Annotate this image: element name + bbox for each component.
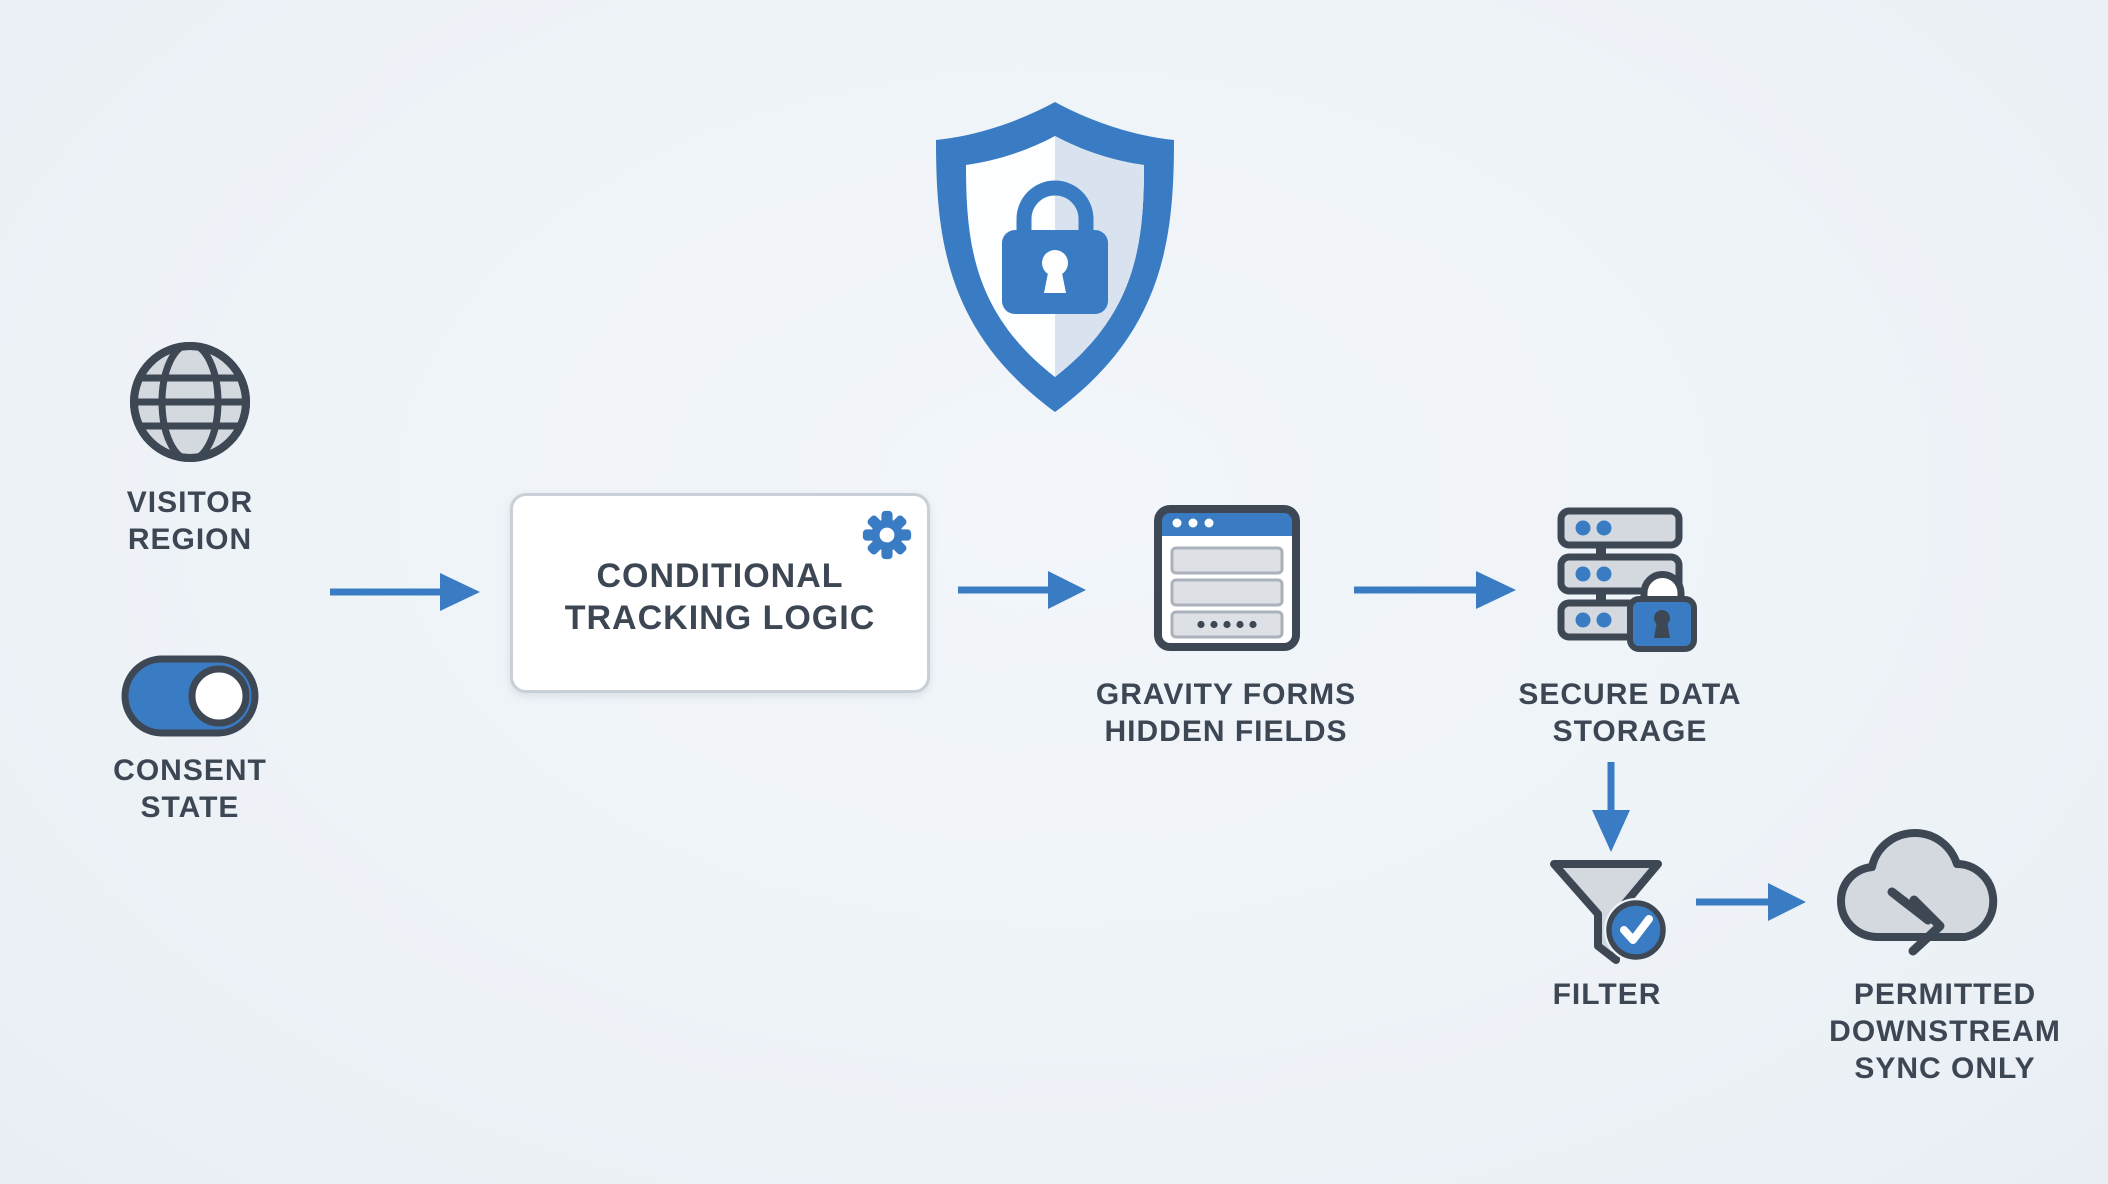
gear-icon (862, 510, 912, 560)
flow-arrow-filter-to-cloud (1696, 883, 1806, 921)
flow-arrow-logic-to-form (958, 571, 1086, 609)
globe-icon (130, 342, 250, 462)
tracking-logic-label: CONDITIONAL TRACKING LOGIC (564, 557, 876, 637)
secure-storage-label: SECURE DATA STORAGE (1518, 678, 1742, 748)
flow-arrow-inputs-to-logic (330, 573, 480, 611)
visitor-region-label: VISITOR REGION (126, 486, 254, 556)
conditional-tracking-logic-box: CONDITIONAL TRACKING LOGIC (510, 493, 930, 693)
funnel-check-icon (1550, 860, 1668, 964)
downstream-label: PERMITTED DOWNSTREAM SYNC ONLY (1829, 978, 2061, 1085)
consent-state-label: CONSENT STATE (113, 754, 267, 824)
gravity-forms-label: GRAVITY FORMS HIDDEN FIELDS (1095, 678, 1357, 748)
flow-arrow-storage-to-filter (1592, 762, 1630, 852)
form-window-icon (1154, 505, 1300, 651)
shield-lock-icon (936, 102, 1174, 412)
cloud-sync-icon (1837, 829, 1998, 956)
sync-arrow (1887, 887, 1945, 956)
flow-arrow-form-to-storage (1354, 571, 1516, 609)
server-lock-icon (1557, 507, 1697, 652)
lock-shackle (1640, 571, 1685, 601)
filter-label: FILTER (1552, 978, 1662, 1011)
toggle-on-icon (121, 655, 259, 737)
